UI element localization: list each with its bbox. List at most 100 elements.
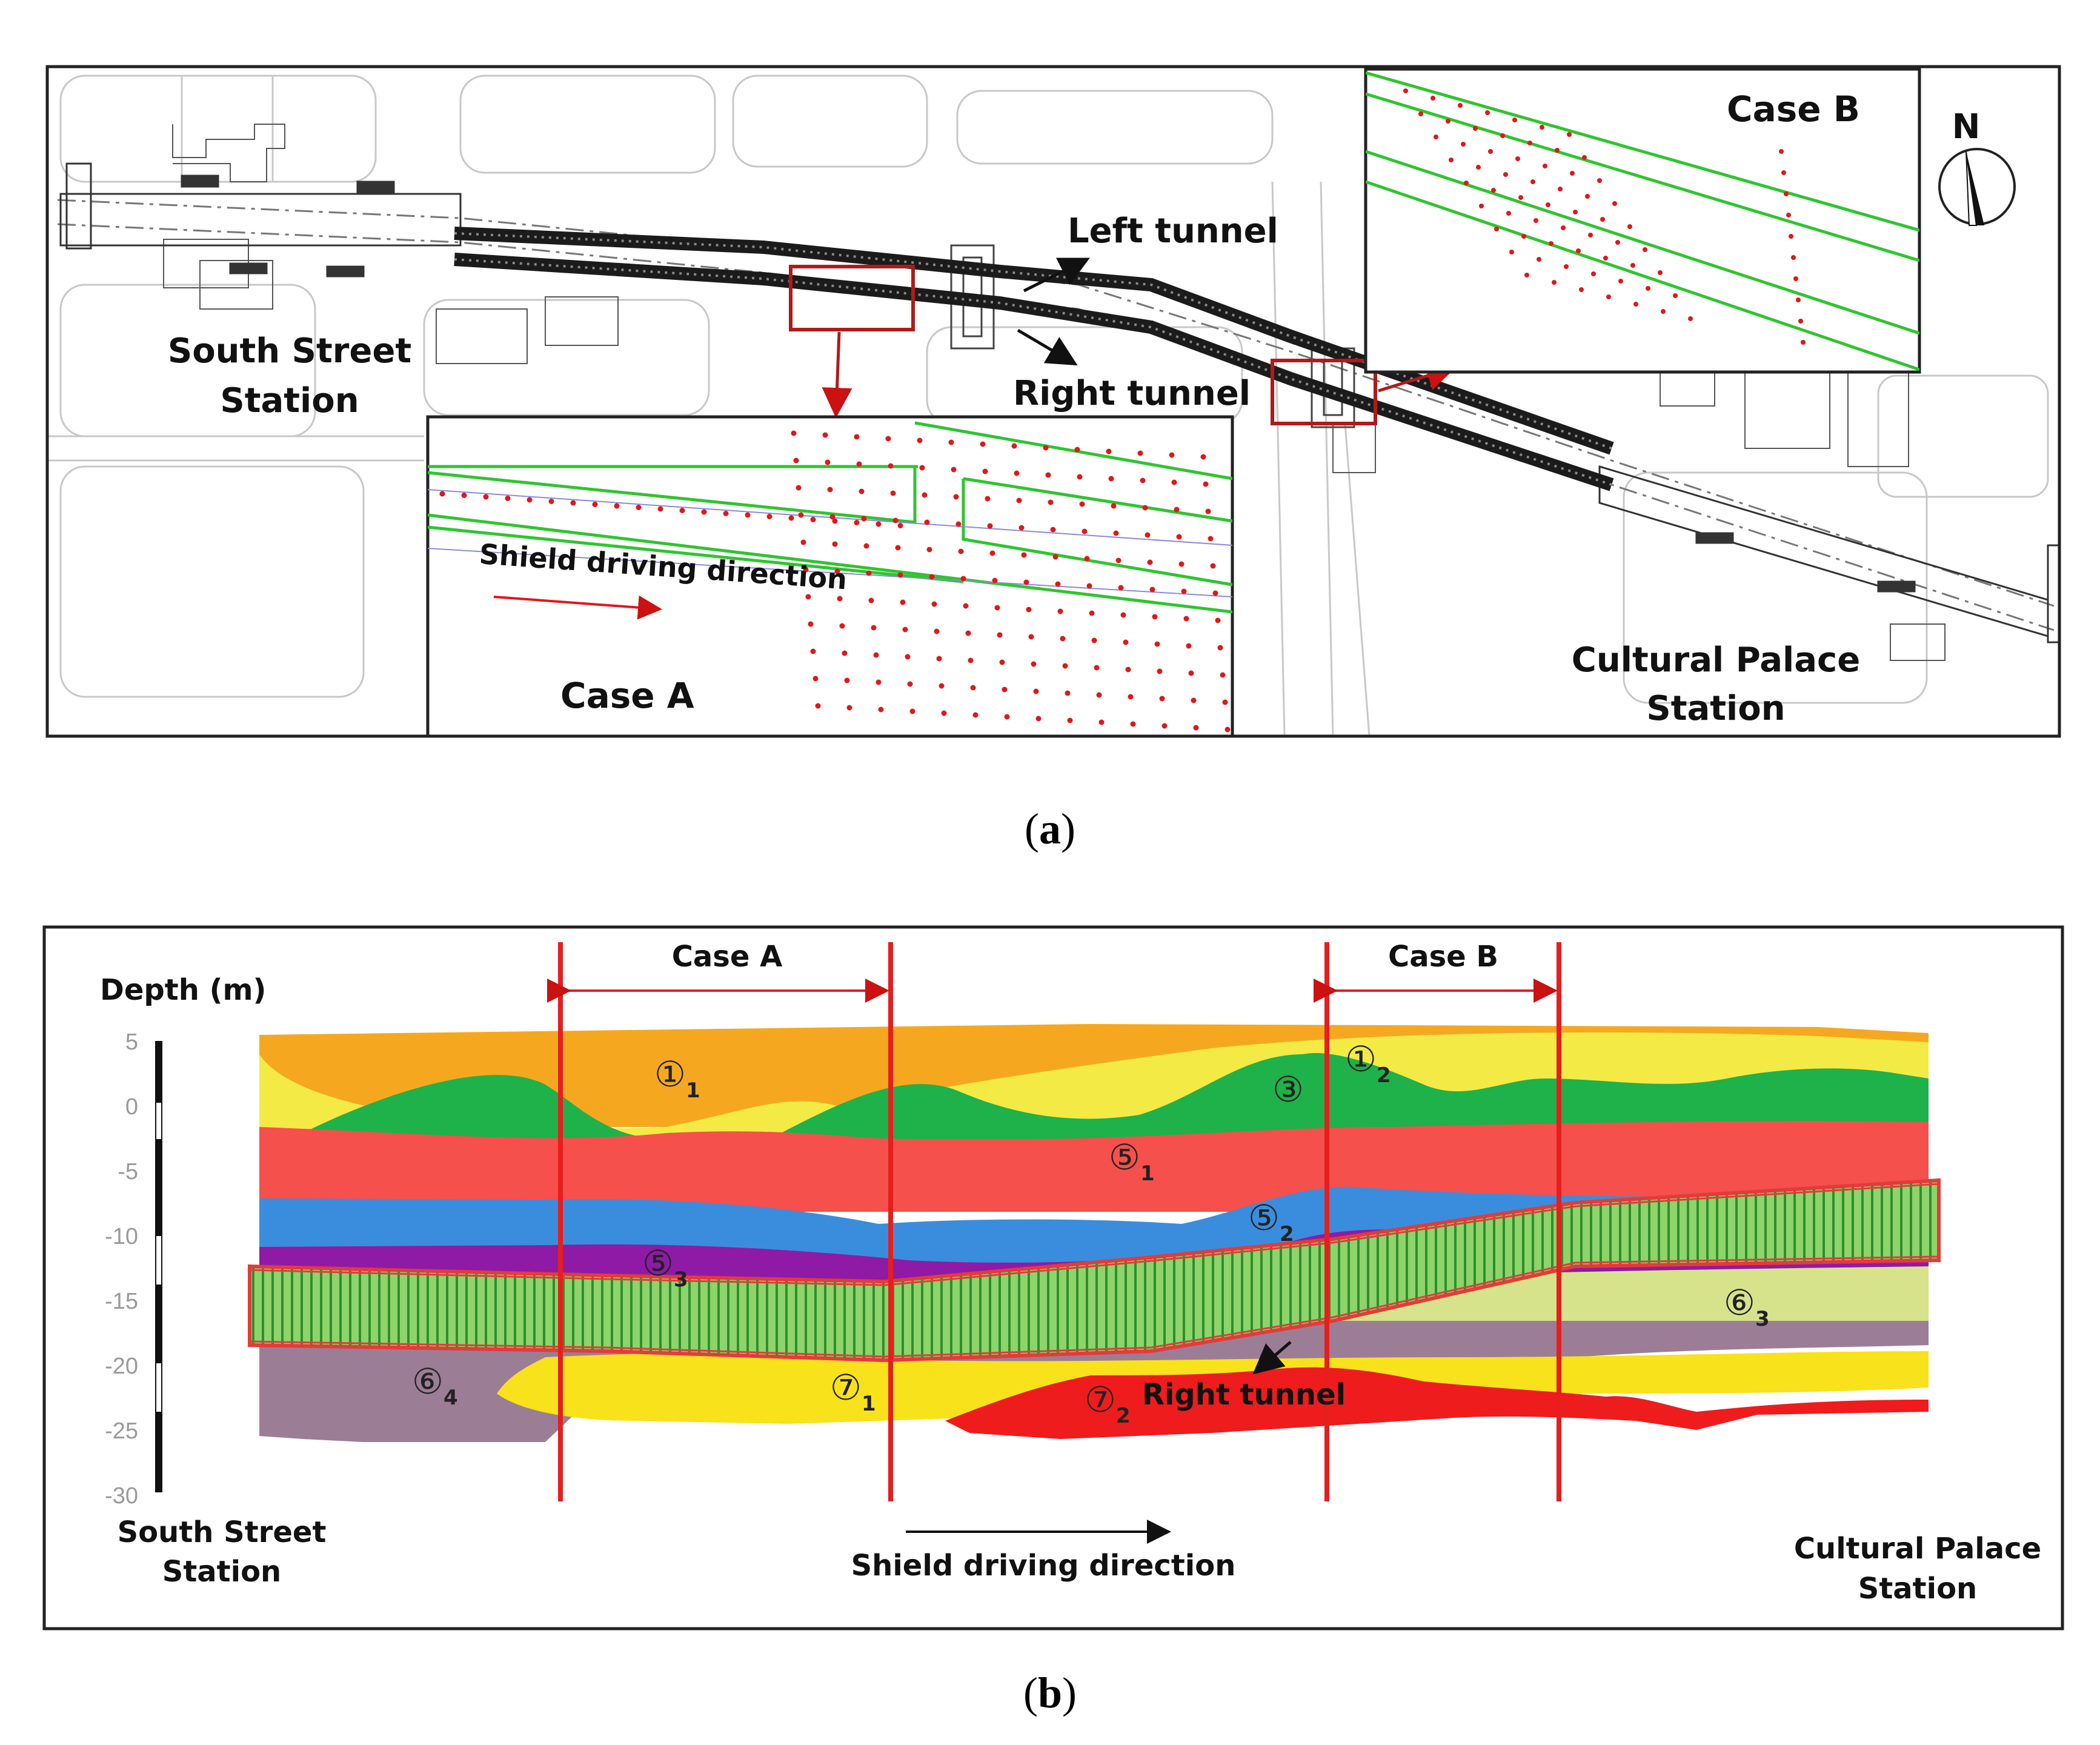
case-a-focus-box	[789, 265, 915, 331]
monitor-point	[985, 496, 991, 502]
monitor-point	[1643, 247, 1647, 252]
monitor-point	[1091, 637, 1097, 643]
monitor-point	[842, 650, 848, 656]
monitor-point	[897, 572, 903, 578]
monitor-point	[941, 710, 947, 716]
monitor-point	[1796, 297, 1801, 302]
monitor-point	[1152, 614, 1158, 620]
monitor-point	[1552, 280, 1557, 285]
monitor-point	[982, 468, 988, 474]
layer-symbol: ⑥4	[412, 1361, 458, 1410]
monitor-point	[701, 509, 707, 515]
monitor-point	[1509, 250, 1514, 254]
monitor-point	[825, 459, 831, 465]
profile-case-b-label: Case B	[1388, 940, 1498, 974]
monitor-point	[922, 492, 928, 498]
monitor-point	[1077, 474, 1083, 480]
map-right-tunnel-label: Right tunnel	[1013, 374, 1251, 413]
monitor-point	[1057, 608, 1063, 614]
monitor-point	[885, 436, 891, 442]
monitor-point	[1161, 723, 1168, 729]
monitor-point	[1065, 690, 1071, 696]
monitor-point	[812, 676, 819, 682]
monitor-point	[1618, 279, 1623, 284]
monitor-point	[815, 703, 821, 709]
monitor-point	[657, 506, 663, 512]
monitor-point	[527, 497, 533, 503]
monitor-point	[1576, 248, 1581, 253]
profile-cultural-station-line1: Cultural Palace	[1794, 1532, 2041, 1566]
monitor-point	[1200, 454, 1206, 460]
monitor-point	[810, 648, 816, 654]
monitor-point	[1002, 686, 1008, 693]
monitor-point	[548, 499, 554, 504]
monitor-point	[1055, 581, 1061, 587]
monitor-point	[1023, 579, 1029, 585]
monitor-point	[796, 485, 802, 491]
monitor-point	[917, 437, 923, 444]
monitor-point	[805, 594, 811, 600]
monitor-point	[1540, 125, 1544, 130]
north-label: N	[1952, 107, 1981, 147]
inset-b-monitor-points	[1403, 88, 1806, 345]
caption-b: (b)	[1023, 1669, 1077, 1717]
inset-case-b: Case B	[1364, 67, 1921, 374]
monitor-point	[791, 430, 797, 436]
monitor-point	[1125, 666, 1131, 673]
depth-tick-label: 5	[125, 1029, 138, 1055]
monitor-point	[1476, 165, 1481, 170]
monitor-point	[997, 632, 1003, 638]
profile-south-station-line1: South Street	[118, 1515, 327, 1549]
monitor-point	[679, 508, 685, 513]
monitor-point	[1142, 505, 1148, 511]
layer-5-1	[259, 1121, 1929, 1212]
monitor-point	[1004, 714, 1010, 720]
monitor-point	[1579, 287, 1584, 292]
monitor-point	[919, 465, 925, 471]
monitor-point	[1033, 688, 1039, 694]
map-cultural-station-line2: Station	[1646, 689, 1785, 728]
monitor-point	[1111, 503, 1117, 509]
profile-right-tunnel-arrow	[1252, 1341, 1292, 1375]
monitor-point	[1521, 234, 1526, 239]
monitor-point	[1026, 607, 1032, 613]
monitor-point	[876, 679, 882, 685]
monitor-point	[963, 603, 969, 609]
monitor-point	[970, 685, 976, 691]
monitor-point	[1798, 319, 1803, 324]
monitor-point	[1045, 472, 1051, 478]
monitor-point	[1217, 645, 1223, 651]
monitor-point	[793, 457, 799, 464]
inset-a-monitor-points	[439, 430, 1231, 733]
monitor-point	[1567, 132, 1572, 137]
monitor-point	[1606, 294, 1611, 299]
panel-a-map: South Street Station Cultural Palace Sta…	[47, 67, 2059, 736]
inset-b-tunnel-lines	[1366, 71, 1919, 371]
monitor-point	[745, 512, 751, 518]
monitor-point	[948, 439, 954, 445]
depth-tick-label: -10	[105, 1224, 138, 1249]
monitor-point	[895, 545, 901, 551]
monitor-point	[960, 576, 966, 582]
monitor-point	[1658, 270, 1663, 275]
monitor-point	[1561, 225, 1566, 230]
monitor-point	[1128, 694, 1134, 700]
monitor-point	[1418, 111, 1423, 116]
monitor-point	[844, 677, 850, 683]
monitor-point	[890, 490, 896, 496]
monitor-point	[1549, 241, 1553, 246]
monitor-point	[1564, 264, 1569, 269]
layer-symbol: ⑤2	[1248, 1197, 1294, 1246]
monitor-point	[994, 605, 1000, 611]
monitor-point	[1028, 634, 1034, 640]
left-tunnel-arrow	[1023, 258, 1090, 293]
right-tunnel-arrow	[1017, 328, 1078, 366]
monitor-point	[1518, 195, 1523, 200]
monitor-point	[1096, 692, 1102, 698]
monitor-point	[929, 574, 935, 580]
monitor-point	[636, 505, 642, 510]
monitor-point	[980, 441, 986, 447]
caption-a: (a)	[1025, 805, 1075, 853]
monitor-point	[924, 519, 930, 525]
